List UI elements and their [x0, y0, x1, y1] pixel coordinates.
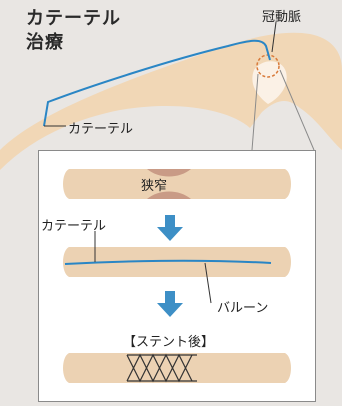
stenosis-label: 狭窄 — [141, 175, 167, 194]
vessel-detail-drawing — [39, 151, 315, 401]
coronary-artery-label: 冠動脈 — [262, 6, 301, 25]
title-line-1: カテーテル — [26, 4, 121, 30]
catheter-label-inset: カテーテル — [41, 215, 106, 234]
vessel-stent — [63, 353, 291, 383]
balloon-label: バルーン — [217, 297, 268, 316]
title-line-2: 治療 — [26, 28, 64, 54]
arrow-down-1 — [157, 215, 183, 241]
after-stent-label: 【ステント後】 — [123, 331, 214, 350]
catheter-label-arm: カテーテル — [68, 118, 133, 137]
arrow-down-2 — [157, 291, 183, 317]
vessel-detail-inset: 狭窄 カテーテル バルーン 【ステント後】 — [38, 150, 316, 402]
